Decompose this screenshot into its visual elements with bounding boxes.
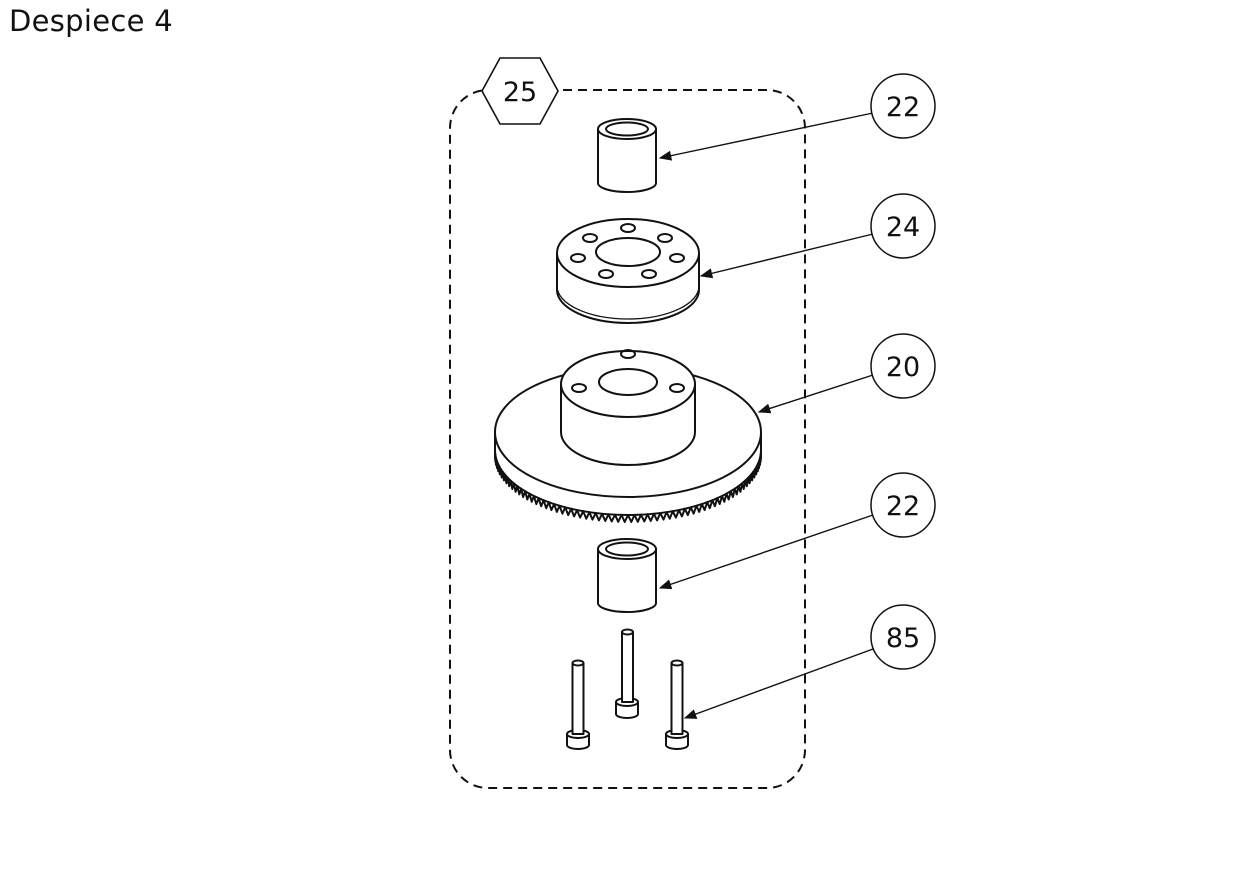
balloon-24: 24 xyxy=(870,193,936,259)
part-screw-right xyxy=(665,659,689,750)
balloon-22-top: 22 xyxy=(870,73,936,139)
leader-line xyxy=(699,233,874,279)
balloon-label: 20 xyxy=(886,352,920,383)
balloon-label: 22 xyxy=(886,92,920,123)
assembly-tag-label: 25 xyxy=(503,77,537,108)
leader-line xyxy=(757,374,874,414)
part-screw-center xyxy=(615,628,639,719)
leader-line xyxy=(658,514,874,590)
balloon-label: 24 xyxy=(886,212,920,243)
leader-line xyxy=(683,648,874,719)
balloon-22-bottom: 22 xyxy=(870,472,936,538)
balloon-20: 20 xyxy=(870,333,936,399)
drawing-title: Despiece 4 xyxy=(9,4,174,38)
part-bushing-bottom xyxy=(597,538,657,613)
balloon-85: 85 xyxy=(870,604,936,670)
leader-line xyxy=(658,112,874,161)
part-bushing-top xyxy=(597,118,657,193)
balloon-label: 85 xyxy=(886,623,920,654)
part-hub-flange xyxy=(556,218,700,324)
part-gear xyxy=(494,349,762,523)
balloon-label: 22 xyxy=(886,491,920,522)
part-screw-left xyxy=(566,659,590,750)
assembly-tag: 25 xyxy=(481,57,559,125)
assembly-boundary xyxy=(449,89,806,789)
